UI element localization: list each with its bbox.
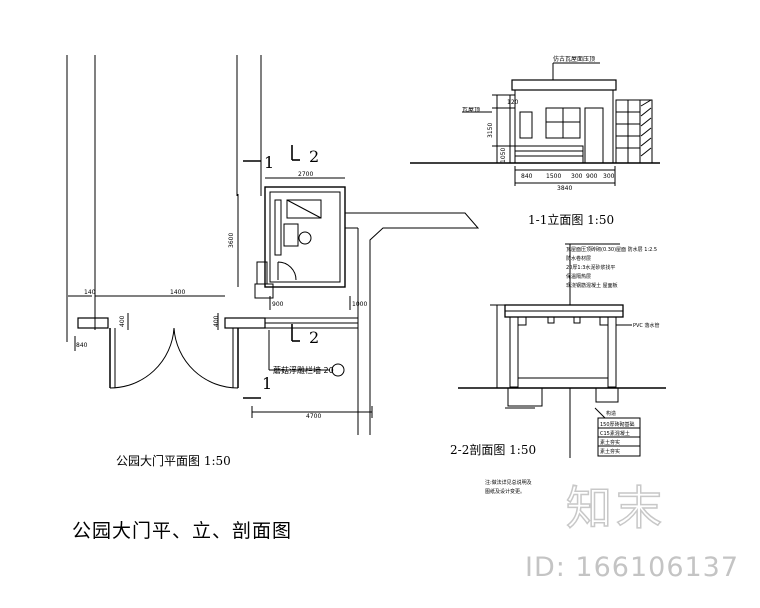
dim-bottom-total: 4700 bbox=[306, 413, 321, 420]
dim-left-side: 840 bbox=[76, 342, 88, 349]
sect-layer-3: 20厚1:3水泥砂浆找平 bbox=[566, 264, 615, 271]
section-notes: 瓦屋面压顶砖砌(0.30)屋面 防水层 1:2.5 防水卷材层 20厚1:3水泥… bbox=[485, 246, 660, 495]
elev-dim-3: 300 bbox=[571, 173, 583, 180]
elev-dim-left-mid: 3150 bbox=[487, 123, 494, 138]
sect-side-note: PVC 落水管 bbox=[633, 322, 660, 329]
elev-left-note: 瓦屋顶 bbox=[462, 107, 480, 114]
sect-layer-4: 保温隔热层 bbox=[566, 273, 591, 280]
section-mark-1-top: 1 bbox=[264, 153, 274, 172]
sect-legend-label: 构造 bbox=[606, 410, 616, 417]
section-mark-1-bottom: 1 bbox=[262, 374, 272, 393]
elevation-dimensions: 840 1500 300 900 300 3840 120 3150 1050 … bbox=[462, 55, 615, 192]
dim-gate-width: 1400 bbox=[170, 289, 185, 296]
watermark-id: ID: 166106137 bbox=[525, 552, 740, 583]
sect-footnote-2: 图纸及设计变更。 bbox=[485, 488, 525, 495]
sect-floor-2: C15素混凝土 bbox=[600, 430, 630, 437]
elev-dim-1: 840 bbox=[521, 173, 533, 180]
elevation-view bbox=[410, 62, 660, 186]
elev-dim-4: 900 bbox=[586, 173, 598, 180]
sect-layer-5: 现浇钢筋混凝土 屋面板 bbox=[566, 282, 618, 289]
elev-top-note: 仿古瓦屋面压顶 bbox=[553, 55, 595, 63]
section-view bbox=[458, 243, 666, 458]
drawing-title: 公园大门平、立、剖面图 bbox=[72, 520, 293, 542]
plan-note: 蘑菇浮雕栏墙 20 bbox=[273, 365, 334, 375]
dim-top-width: 2700 bbox=[298, 171, 313, 178]
sect-footnote-1: 注:做法详见总说明及 bbox=[485, 479, 532, 486]
elev-dim-total: 3840 bbox=[557, 185, 572, 192]
plan-view bbox=[66, 55, 480, 435]
dim-post-a: 400 bbox=[119, 315, 126, 327]
plan-caption: 公园大门平面图 1:50 bbox=[116, 454, 231, 468]
sect-layer-2: 防水卷材层 bbox=[566, 255, 591, 262]
sect-floor-4: 素土夯实 bbox=[600, 448, 620, 455]
plan-dimensions: 2700 3600 1400 140 840 4700 400 400 900 … bbox=[76, 171, 367, 420]
sect-floor-1: 150厚砖砌基础 bbox=[600, 421, 635, 428]
elev-dim-2: 1500 bbox=[546, 173, 561, 180]
section-caption: 2-2剖面图 1:50 bbox=[450, 443, 537, 457]
elevation-caption: 1-1立面图 1:50 bbox=[528, 213, 615, 227]
sect-layer-1: 瓦屋面压顶砖砌(0.30)屋面 防水层 1:2.5 bbox=[566, 246, 657, 253]
dim-small-a: 900 bbox=[272, 301, 284, 308]
watermark-logo: 知末 bbox=[565, 480, 666, 536]
elev-dim-left-top: 120 bbox=[507, 99, 519, 106]
section-mark-2-bottom: 2 bbox=[309, 328, 319, 347]
elev-dim-5: 300 bbox=[603, 173, 615, 180]
dim-small-b: 1000 bbox=[352, 301, 367, 308]
plan-section-marks: 1 2 2 1 bbox=[262, 147, 319, 393]
section-mark-2-top: 2 bbox=[309, 147, 319, 166]
sect-floor-3: 素土夯实 bbox=[600, 439, 620, 446]
dim-post-b: 400 bbox=[213, 315, 220, 327]
dim-wall-left: 140 bbox=[84, 289, 96, 296]
dim-depth: 3600 bbox=[228, 233, 235, 248]
elev-dim-left-low: 1050 bbox=[500, 148, 507, 163]
